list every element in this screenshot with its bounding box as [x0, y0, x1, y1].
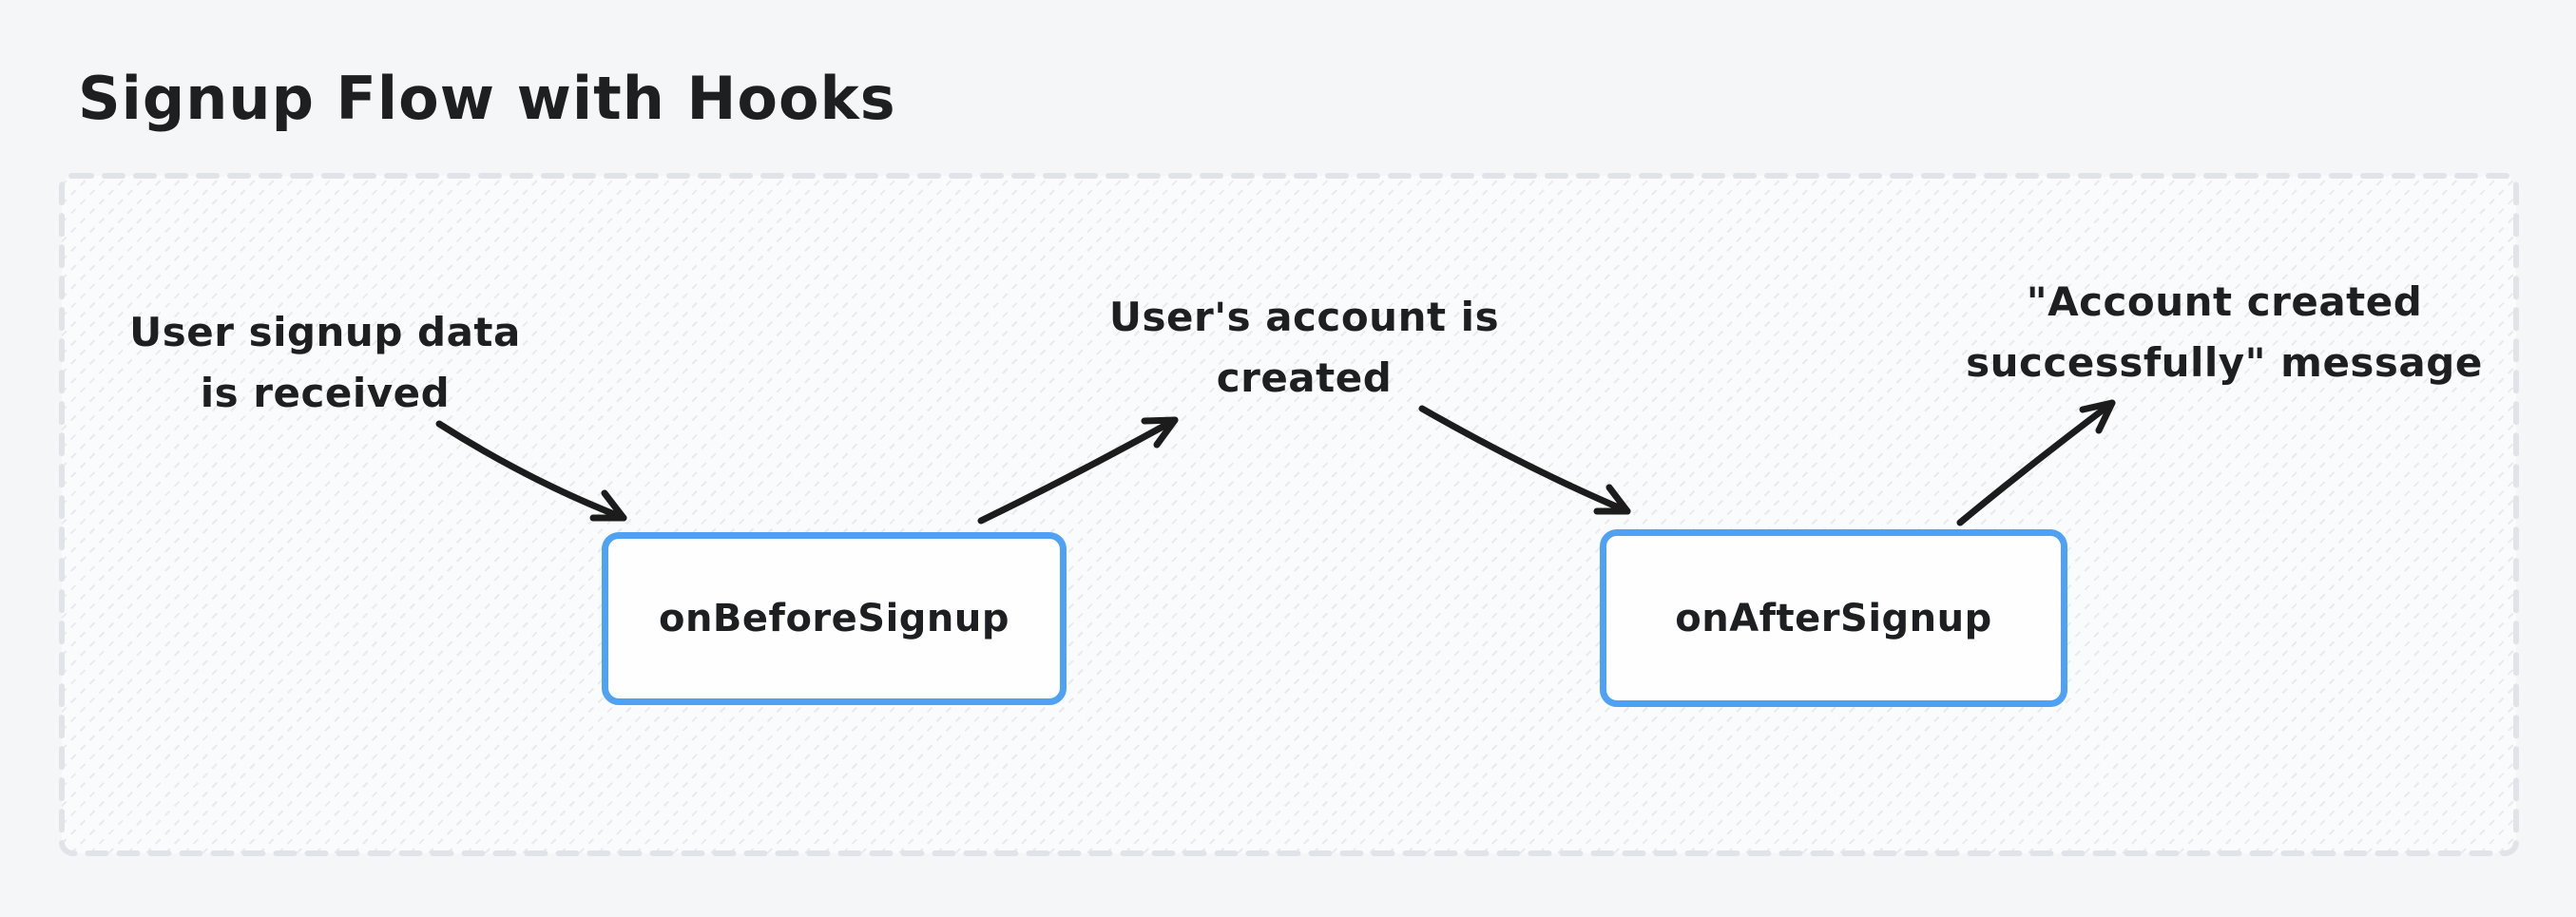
annotation-line: User signup data — [129, 309, 521, 355]
annotation-line: "Account created — [2026, 278, 2423, 325]
node-onBeforeSignup: onBeforeSignup — [602, 532, 1067, 705]
diagram-title: Signup Flow with Hooks — [78, 64, 896, 133]
annotation-line: successfully" message — [1966, 339, 2483, 386]
node-onBeforeSignup-label: onBeforeSignup — [658, 597, 1010, 640]
annotation-success-message: "Account created successfully" message — [1939, 272, 2509, 393]
annotation-line: is received — [200, 370, 451, 416]
node-onAfterSignup-label: onAfterSignup — [1675, 596, 1992, 640]
annotation-account-created: User's account is created — [1067, 287, 1542, 409]
annotation-signup-data: User signup data is received — [87, 302, 563, 424]
annotation-line: created — [1216, 354, 1393, 401]
node-onAfterSignup: onAfterSignup — [1600, 529, 2067, 707]
annotation-line: User's account is — [1108, 294, 1500, 340]
